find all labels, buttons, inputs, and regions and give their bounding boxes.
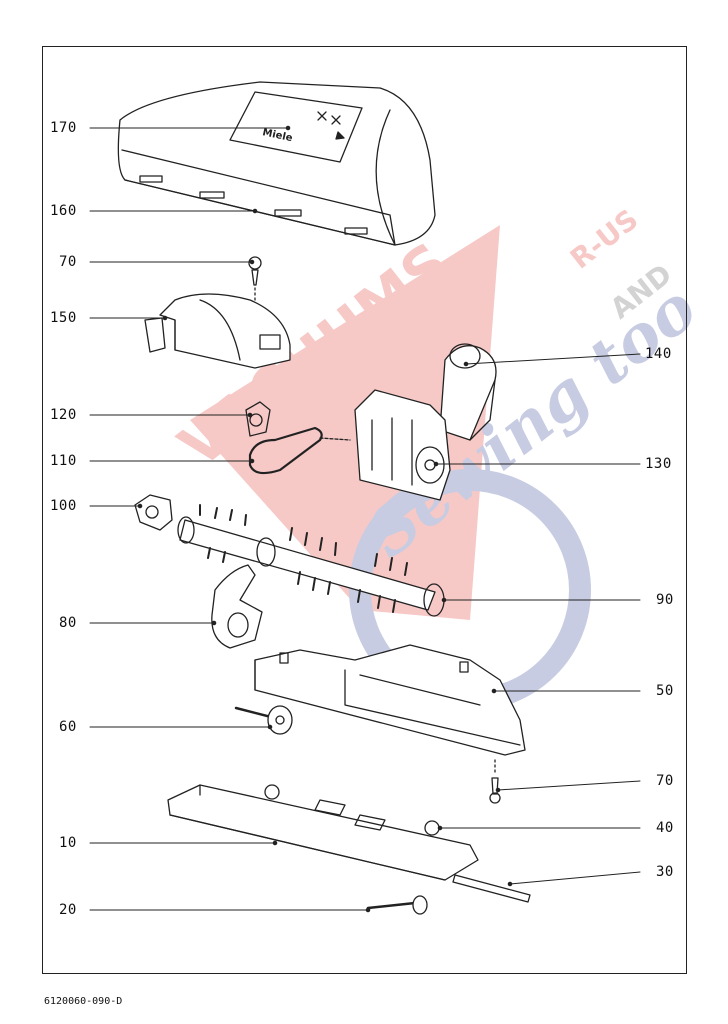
part-strip — [452, 874, 531, 903]
part-pulley — [245, 401, 271, 437]
part-screw-top — [248, 256, 262, 301]
callout-120: 120 — [50, 407, 77, 423]
drawing-frame — [42, 46, 687, 974]
callout-170: 170 — [50, 120, 77, 136]
callout-160: 160 — [50, 203, 77, 219]
callout-140: 140 — [645, 346, 672, 362]
part-bearing-bracket — [211, 564, 263, 649]
part-sole-plate — [167, 784, 479, 881]
part-end-cap-left — [134, 494, 173, 531]
callout-20: 20 — [59, 902, 77, 918]
callout-30: 30 — [656, 864, 674, 880]
callout-40: 40 — [656, 820, 674, 836]
callout-10: 10 — [59, 835, 77, 851]
callout-50: 50 — [656, 683, 674, 699]
part-hood-cover: Miele — [117, 81, 436, 246]
part-base-housing — [254, 644, 526, 756]
part-belt-cover — [144, 293, 291, 369]
callout-110: 110 — [50, 453, 77, 469]
callout-150: 150 — [50, 310, 77, 326]
part-wheel-axle — [234, 705, 293, 735]
callout-80: 80 — [59, 615, 77, 631]
callout-70-bottom: 70 — [656, 773, 674, 789]
part-drive-belt — [248, 426, 323, 475]
document-number: 6120060-090-D — [44, 996, 123, 1007]
part-gear-housing — [319, 389, 451, 501]
part-brush-roll — [177, 504, 445, 617]
leader-lines — [89, 125, 641, 913]
callout-130: 130 — [645, 456, 672, 472]
part-swivel-neck — [439, 343, 497, 441]
callout-60: 60 — [59, 719, 77, 735]
callout-100: 100 — [50, 498, 77, 514]
part-screw-bottom — [489, 759, 501, 804]
callout-70-top: 70 — [59, 254, 77, 270]
callout-90: 90 — [656, 592, 674, 608]
part-rivet — [366, 895, 428, 915]
